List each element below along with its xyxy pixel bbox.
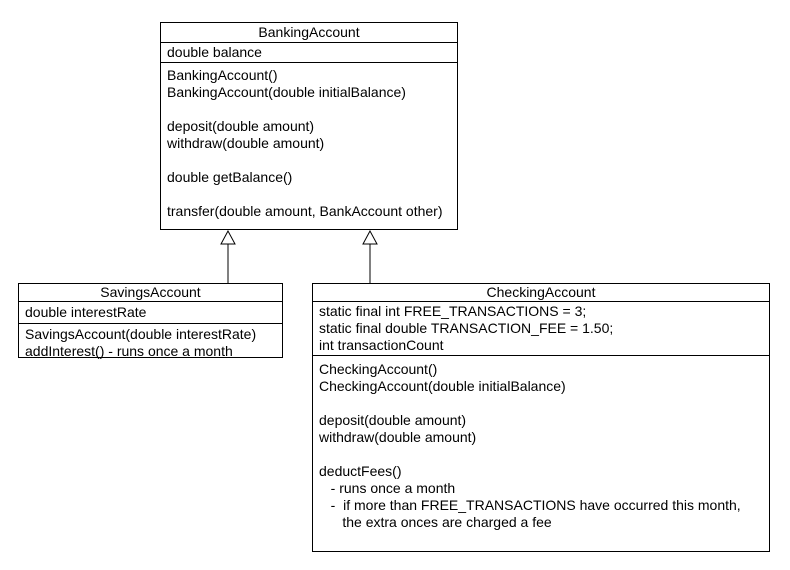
class-box-checkingaccount: CheckingAccount static final int FREE_TR…	[312, 283, 770, 552]
method-line-blank	[319, 446, 763, 463]
generalization-arrow-savings	[220, 229, 236, 283]
method-line: BankingAccount()	[167, 67, 278, 83]
method-line: BankingAccount(double initialBalance)	[167, 84, 406, 100]
method-line: double getBalance()	[167, 169, 293, 185]
class-methods-savingsaccount: SavingsAccount(double interestRate) addI…	[19, 324, 282, 362]
attribute-line: int transactionCount	[319, 337, 444, 353]
method-line: deposit(double amount)	[319, 412, 467, 428]
method-line: SavingsAccount(double interestRate)	[25, 326, 257, 342]
method-line: transfer(double amount, BankAccount othe…	[167, 203, 443, 219]
class-attributes-checkingaccount: static final int FREE_TRANSACTIONS = 3; …	[313, 302, 769, 356]
method-line-blank	[167, 101, 451, 118]
attribute-line: static final int FREE_TRANSACTIONS = 3;	[319, 303, 587, 319]
attribute-line: double interestRate	[25, 304, 147, 320]
class-box-bankingaccount: BankingAccount double balance BankingAcc…	[160, 22, 458, 230]
class-title-savingsaccount: SavingsAccount	[19, 284, 282, 302]
method-line: deposit(double amount)	[167, 118, 315, 134]
method-line-blank	[167, 152, 451, 169]
class-methods-bankingaccount: BankingAccount() BankingAccount(double i…	[161, 63, 457, 229]
hollow-triangle-icon	[362, 229, 378, 245]
class-attributes-savingsaccount: double interestRate	[19, 302, 282, 324]
class-title-bankingaccount: BankingAccount	[161, 23, 457, 43]
method-line: addInterest() - runs once a month	[25, 343, 233, 359]
class-title-checkingaccount: CheckingAccount	[313, 284, 769, 302]
method-line-blank	[319, 395, 763, 412]
generalization-arrow-checking	[362, 229, 378, 283]
method-line: - if more than FREE_TRANSACTIONS have oc…	[319, 497, 741, 513]
method-line: - runs once a month	[319, 480, 456, 496]
method-line: deductFees()	[319, 463, 402, 479]
method-line-blank	[167, 186, 451, 203]
class-methods-checkingaccount: CheckingAccount() CheckingAccount(double…	[313, 356, 769, 551]
attribute-line: static final double TRANSACTION_FEE = 1.…	[319, 320, 614, 336]
attribute-line: double balance	[167, 44, 262, 60]
method-line: the extra onces are charged a fee	[319, 514, 552, 530]
method-line: CheckingAccount()	[319, 361, 438, 377]
class-attributes-bankingaccount: double balance	[161, 43, 457, 63]
hollow-triangle-icon	[220, 229, 236, 245]
method-line: CheckingAccount(double initialBalance)	[319, 378, 566, 394]
method-line: withdraw(double amount)	[167, 135, 325, 151]
method-line: withdraw(double amount)	[319, 429, 477, 445]
class-box-savingsaccount: SavingsAccount double interestRate Savin…	[18, 283, 283, 359]
